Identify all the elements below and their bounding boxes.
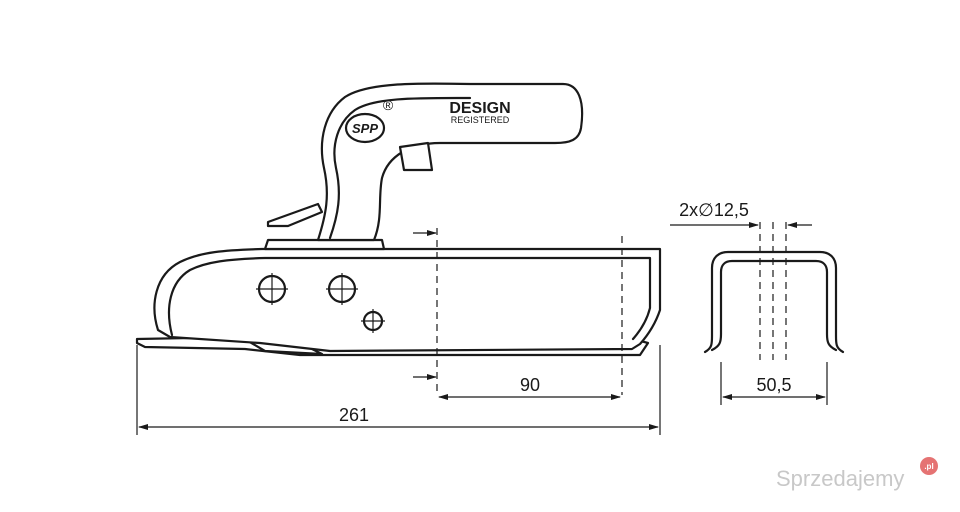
watermark-tld: .pl: [924, 462, 933, 471]
brand-logo-ellipse: [344, 112, 386, 144]
brand-logo-text: SPP: [352, 121, 378, 136]
watermark: Sprzedajemy .pl: [776, 457, 938, 491]
hole-diameter-label: 2x∅12,5: [679, 200, 749, 220]
channel-outer-profile: [703, 250, 845, 354]
coupling-handle: SPP ® DESIGN REGISTERED: [263, 82, 584, 251]
handle-body: [316, 82, 584, 242]
watermark-text: Sprzedajemy: [776, 466, 904, 491]
channel-width-label: 50,5: [756, 375, 791, 395]
overall-length-label: 261: [339, 405, 369, 425]
registered-mark: ®: [383, 97, 394, 113]
watermark-badge: [920, 457, 938, 475]
housing: [153, 247, 662, 353]
handle-lug: [266, 202, 324, 228]
coupling-side-view: [135, 228, 662, 395]
handle-base: [263, 238, 386, 251]
handle-trigger: [398, 141, 434, 172]
channel-inner-profile: [710, 259, 838, 352]
side-dimensions: 261 90: [136, 230, 661, 435]
hole-offset-label: 90: [520, 375, 540, 395]
brand-logo: SPP ®: [344, 97, 394, 144]
design-label: DESIGN: [449, 100, 510, 117]
housing-inner-line: [168, 256, 652, 341]
handle-inner-contour: [328, 96, 472, 240]
registered-label: REGISTERED: [451, 115, 510, 125]
side-holes: [256, 273, 385, 333]
channel-cross-section: 2x∅12,5 50,5: [670, 200, 845, 405]
